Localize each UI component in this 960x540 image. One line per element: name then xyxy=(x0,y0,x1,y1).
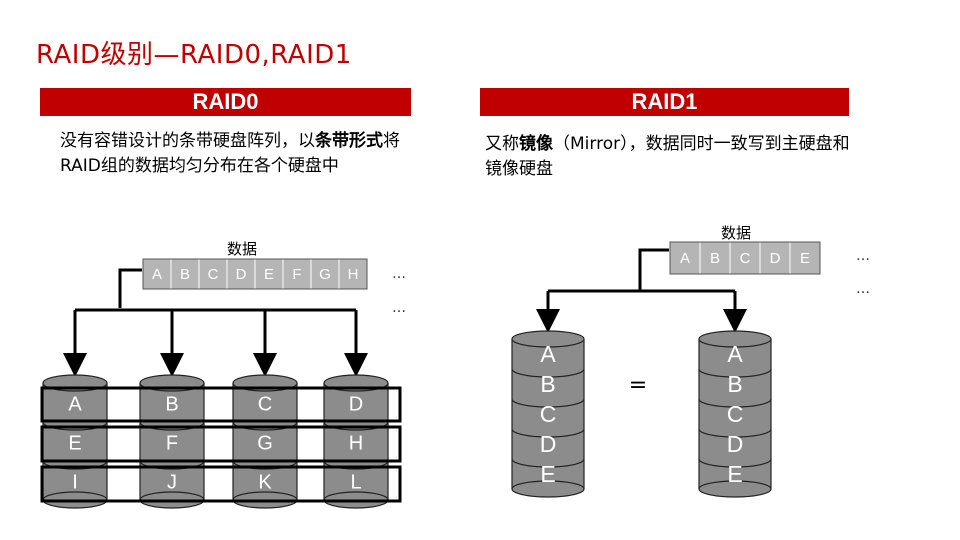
raid0-disk-3: CGK xyxy=(232,374,298,509)
raid1-block-label: A xyxy=(680,250,690,267)
raid0-disk-segment-line xyxy=(323,460,389,470)
raid0-block-label: H xyxy=(348,266,359,283)
raid0-disk-segment-line xyxy=(232,460,298,470)
raid1-mirror-disk-segment-line xyxy=(698,368,772,378)
raid0-header: RAID0 xyxy=(40,88,411,116)
raid1-connectors xyxy=(536,248,747,333)
raid0-block-d xyxy=(226,258,256,290)
raid0-disk-body xyxy=(140,383,204,500)
raid0-disk-label: I xyxy=(72,472,78,494)
raid0-disk-segment-line xyxy=(42,460,108,470)
raid1-primary-disk-label: A xyxy=(540,341,556,367)
raid1-mirror-disk-label: B xyxy=(727,371,742,397)
raid0-block-label: F xyxy=(292,266,301,283)
slide-title: RAID级别—RAID0,RAID1 xyxy=(36,40,352,70)
raid0-block-label: G xyxy=(319,266,331,283)
raid1-mirror-disk-label: D xyxy=(727,431,744,457)
raid0-block-g xyxy=(310,258,340,290)
raid0-disk-segment-line xyxy=(139,421,205,431)
raid0-block-c xyxy=(198,258,228,290)
raid0-disk-segment-line xyxy=(232,421,298,431)
raid0-disk-label: H xyxy=(349,433,363,455)
raid1-primary-disk-segment-line xyxy=(511,368,585,378)
raid0-disk-body xyxy=(43,383,107,500)
raid0-disk-label: B xyxy=(165,394,178,416)
raid1-primary-disk-segment-line xyxy=(511,458,585,468)
raid1-mirror-disk-segment-line xyxy=(698,458,772,468)
raid1-block-label: B xyxy=(710,250,720,267)
raid1-data-blocks: A B C D E xyxy=(669,241,821,275)
raid0-disk-1: AEI xyxy=(42,374,108,509)
raid1-data-label: 数据 xyxy=(720,224,751,242)
raid0-block-label: A xyxy=(152,266,162,283)
raid1-block-e xyxy=(789,241,821,275)
raid0-disk-2: BFJ xyxy=(139,374,205,509)
raid0-stripe-frames xyxy=(40,386,402,503)
raid1-block-label: C xyxy=(740,250,751,267)
raid0-block-f xyxy=(282,258,312,290)
raid0-ellipsis-2: … xyxy=(392,300,409,316)
raid0-block-label: D xyxy=(236,266,247,283)
raid0-disk-label: E xyxy=(68,433,81,455)
raid0-disks: AEI BFJ CGK DHL xyxy=(42,374,389,509)
raid1-mirror-disk-label: E xyxy=(727,461,742,487)
raid0-data-label: 数据 xyxy=(226,240,257,258)
raid1-primary-disk-label: C xyxy=(540,401,557,427)
raid0-feed-line xyxy=(118,268,142,308)
raid1-mirror-disk-label: C xyxy=(727,401,744,427)
raid0-disk-segment-line xyxy=(323,421,389,431)
raid0-disk-label: C xyxy=(258,394,272,416)
raid0-disk-label: L xyxy=(350,472,361,494)
raid0-disk-body xyxy=(233,383,297,500)
stripe-frame-1 xyxy=(40,386,402,423)
raid1-header: RAID1 xyxy=(480,88,849,116)
raid1-block-frame xyxy=(669,241,821,275)
raid0-ellipsis-1: … xyxy=(392,266,409,282)
raid0-disk-label: F xyxy=(166,433,178,455)
raid0-block-label: C xyxy=(208,266,219,283)
raid1-primary-disk-label: B xyxy=(540,371,555,397)
raid1-primary-disk-body xyxy=(512,339,584,489)
raid1-feed-line xyxy=(638,248,669,290)
raid0-block-label: E xyxy=(264,266,274,283)
stripe-frame-2 xyxy=(40,425,402,463)
raid1-ellipsis-1: … xyxy=(856,248,873,264)
raid0-disk-label: K xyxy=(258,472,272,494)
raid1-mirror-disk-segment-line xyxy=(698,428,772,438)
raid0-disk-segment-line xyxy=(139,460,205,470)
raid1-block-b xyxy=(699,241,731,275)
raid1-ellipsis-2: … xyxy=(856,281,873,297)
raid0-disk-label: G xyxy=(257,433,273,455)
stripe-frame-3 xyxy=(40,465,402,503)
raid1-mirror-disk-top xyxy=(698,330,772,348)
raid0-block-label: B xyxy=(180,266,190,283)
raid1-primary-disk-segment-line xyxy=(511,428,585,438)
raid1-block-label: D xyxy=(770,250,781,267)
raid0-disk-label: D xyxy=(349,394,363,416)
raid1-equals-sign: = xyxy=(628,373,648,398)
raid1-primary-disk-label: D xyxy=(540,431,557,457)
raid1-description: 又称镜像（Mirror），数据同时一致写到主硬盘和镜像硬盘 xyxy=(485,134,850,179)
raid1-primary-disk-label: E xyxy=(540,461,555,487)
raid0-disk-label: A xyxy=(68,394,82,416)
raid1-mirror-disk-body xyxy=(699,339,771,489)
raid1-primary-disk-top xyxy=(511,330,585,348)
raid1-mirror-disk-segment-line xyxy=(698,398,772,408)
raid0-disk-body xyxy=(324,383,388,500)
raid0-block-frame xyxy=(142,258,368,290)
raid1-mirror-disk-label: A xyxy=(727,341,743,367)
raid0-disk-4: DHL xyxy=(323,374,389,509)
raid0-disk-label: J xyxy=(167,472,177,494)
raid0-disk-segment-line xyxy=(42,421,108,431)
raid1-block-label: E xyxy=(800,250,810,267)
raid0-description: 没有容错设计的条带硬盘阵列，以条带形式将RAID组的数据均匀分布在各个硬盘中 xyxy=(60,131,400,176)
raid0-connectors xyxy=(63,268,368,377)
raid1-primary-disk-segment-line xyxy=(511,398,585,408)
